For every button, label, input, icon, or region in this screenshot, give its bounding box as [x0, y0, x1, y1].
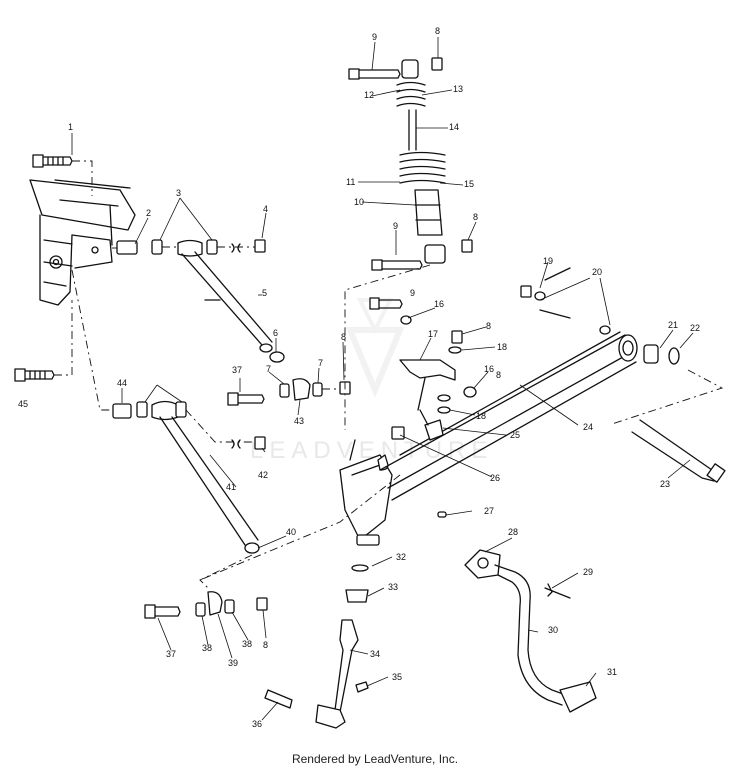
callout-8e: 8	[496, 370, 501, 380]
leader-lines	[71, 37, 694, 721]
trailing-arm	[379, 331, 638, 501]
callout-11: 11	[346, 177, 355, 187]
callout-3: 3	[176, 188, 181, 198]
shock-absorber	[348, 57, 473, 271]
callout-8d: 8	[486, 321, 491, 331]
callout-19: 19	[543, 256, 553, 266]
footer-credit: Rendered by LeadVenture, Inc.	[291, 752, 459, 766]
callout-9b: 9	[393, 221, 398, 231]
callout-24: 24	[583, 422, 593, 432]
callout-43: 43	[294, 416, 304, 426]
callout-16: 16	[434, 299, 444, 309]
bolt-1	[32, 154, 73, 168]
callout-8: 8	[341, 332, 346, 342]
callout-45: 45	[18, 399, 28, 409]
callout-17: 17	[428, 329, 438, 339]
callout-18: 18	[497, 342, 507, 352]
callout-13: 13	[453, 84, 463, 94]
callout-8b: 8	[435, 26, 440, 36]
callout-30: 30	[548, 625, 558, 635]
upper-joint	[227, 351, 351, 406]
callout-4: 4	[263, 204, 268, 214]
callout-2: 2	[146, 208, 151, 218]
frame-bracket	[29, 179, 136, 306]
callout-15: 15	[464, 179, 474, 189]
callout-12: 12	[364, 90, 374, 100]
callout-10: 10	[354, 197, 364, 207]
callout-21: 21	[668, 320, 678, 330]
callout-18b: 18	[476, 411, 486, 421]
callout-9: 9	[372, 32, 377, 42]
callout-20: 20	[592, 267, 602, 277]
callout-6: 6	[273, 328, 278, 338]
callout-32: 32	[396, 552, 406, 562]
callout-7: 7	[318, 358, 323, 368]
callout-25: 25	[510, 430, 520, 440]
lower-a-arm	[112, 400, 266, 554]
upper-a-arm	[116, 239, 273, 353]
callout-37b: 37	[166, 649, 176, 659]
stab-bracket	[369, 297, 477, 441]
callout-28: 28	[508, 527, 518, 537]
callout-5: 5	[262, 288, 267, 298]
callout-26: 26	[490, 473, 500, 483]
pivot-bolt	[631, 344, 726, 483]
callout-38b: 38	[242, 639, 252, 649]
callout-23: 23	[660, 479, 670, 489]
callout-29: 29	[583, 567, 593, 577]
callout-7b: 7	[266, 364, 271, 374]
callout-37: 37	[232, 365, 242, 375]
callout-31: 31	[607, 667, 617, 677]
callout-27: 27	[484, 506, 494, 516]
callout-8f: 8	[263, 640, 268, 650]
callout-34: 34	[370, 649, 380, 659]
callout-39: 39	[228, 658, 238, 668]
callout-22: 22	[690, 323, 700, 333]
callout-41: 41	[226, 482, 236, 492]
callout-44: 44	[117, 378, 127, 388]
callout-33: 33	[388, 582, 398, 592]
callout-36: 36	[252, 719, 262, 729]
callout-8c: 8	[473, 212, 478, 222]
brake-pedal	[464, 549, 597, 713]
callout-40: 40	[286, 527, 296, 537]
callout-42: 42	[258, 470, 268, 480]
callout-9c: 9	[410, 288, 415, 298]
callout-38: 38	[202, 643, 212, 653]
callout-14: 14	[449, 122, 459, 132]
callout-16b: 16	[484, 364, 494, 374]
lower-joint	[144, 591, 268, 619]
bolt-45	[14, 368, 55, 382]
watermark-logo	[345, 298, 405, 398]
bushing-19-20	[520, 267, 611, 335]
callout-35: 35	[392, 672, 402, 682]
bearing-parts	[264, 511, 447, 729]
callout-1: 1	[68, 122, 73, 132]
callout-labels: 1 2 3 4 5 6 7 7 8 8 8 8 8 8 9 9 9 10 11 …	[18, 26, 700, 729]
